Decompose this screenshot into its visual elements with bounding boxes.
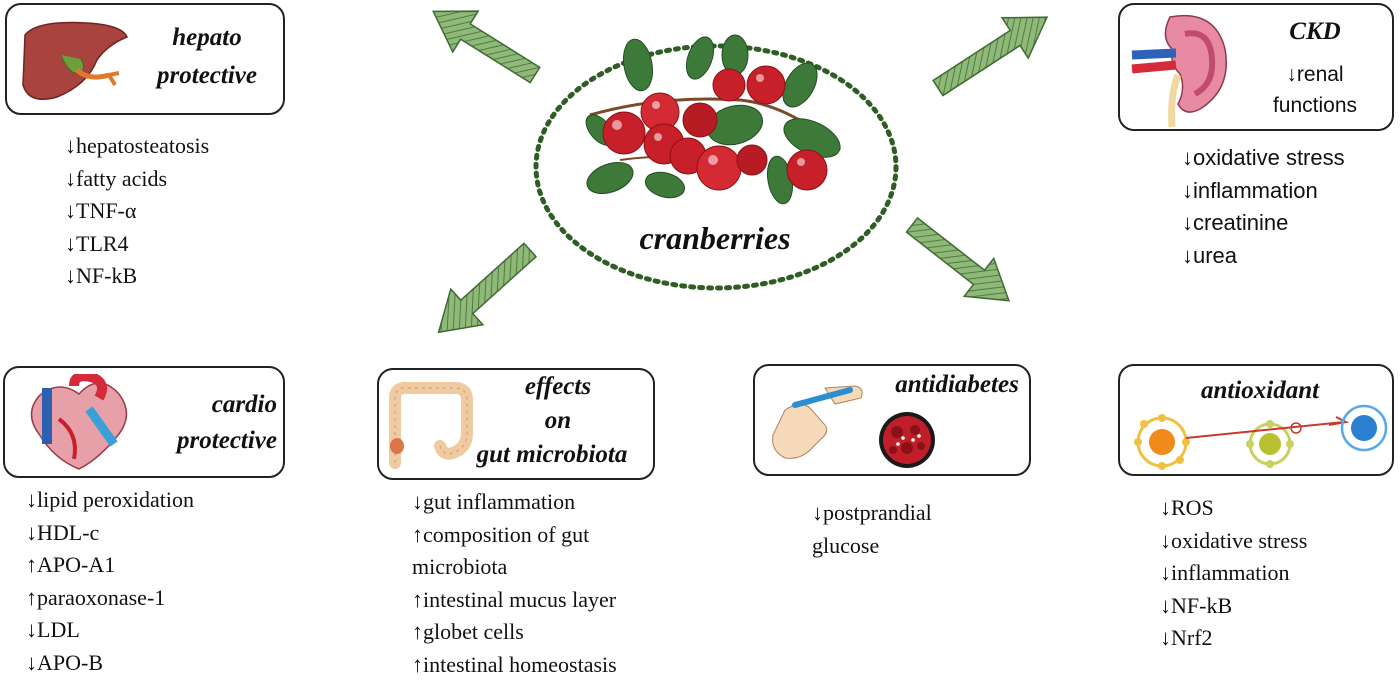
dotted-circle [533, 43, 899, 291]
arrow-to-gut [437, 242, 538, 334]
ckd-box: CKD ↓renal functions [1118, 3, 1394, 131]
glucose-test-icon [772, 385, 935, 468]
effect-item: ↓NF-kB [65, 263, 138, 288]
effect-item: ↓LDL [26, 617, 80, 642]
center-label: cranberries [639, 220, 791, 256]
antidiabetes-box: antidiabetes [753, 364, 1031, 476]
effect-item: ↓urea [1182, 242, 1238, 268]
cardio-title-line2: protective [177, 427, 277, 454]
hepato-title-line1: hepato [172, 24, 242, 51]
effect-item: ↓inflammation [1182, 177, 1318, 203]
effect-item: ↓NF-kB [1160, 592, 1233, 618]
effect-item: ↑composition of gut [412, 521, 590, 547]
effect-item: ↑intestinal mucus layer [412, 586, 617, 612]
effect-item: ↓TLR4 [65, 230, 129, 256]
berry [712, 68, 746, 102]
intestine-icon [389, 381, 473, 469]
kidney-icon [1131, 15, 1227, 128]
gut-title-line3: gut microbiota [476, 441, 628, 468]
effect-item: ↓APO-B [26, 649, 104, 675]
leaf [644, 171, 686, 199]
effect-item: ↓lipid peroxidation [26, 487, 195, 512]
ckd-title: CKD [1289, 18, 1341, 45]
effect-item: ↓postprandial [812, 500, 932, 525]
antioxidant-molecule-icon [1134, 404, 1388, 470]
gut-effects: ↓gut inflammation ↑composition of gut mi… [412, 486, 617, 681]
hepato-title-line2: protective [157, 62, 257, 89]
effect-item: ↓TNF-α [65, 198, 137, 223]
effect-item: ↓creatinine [1182, 210, 1289, 235]
ckd-text-line2: functions [1272, 94, 1358, 117]
effect-item: ↓HDL-c [26, 519, 100, 545]
effect-item: ↑globet cells [412, 619, 524, 644]
antioxidant-effects: ↓ROS ↓oxidative stress ↓inflammation ↓NF… [1160, 492, 1307, 655]
effect-item: microbiota [412, 554, 508, 579]
cardio-effects: ↓lipid peroxidation ↓HDL-c ↑APO-A1 ↑para… [26, 484, 194, 679]
hepato-box: hepato protective [5, 3, 285, 115]
antioxidant-title: antioxidant [1200, 377, 1320, 404]
arrow-to-hepato [432, 10, 541, 84]
hepato-effects: ↓hepatosteatosis ↓fatty acids ↓TNF-α ↓TL… [65, 130, 209, 293]
berry [736, 144, 768, 176]
gut-title-line2: on [544, 407, 572, 434]
antidiabetes-title: antidiabetes [895, 371, 1019, 398]
arrow-to-ckd [932, 16, 1049, 97]
effect-item: ↓fatty acids [65, 165, 168, 191]
berry [746, 65, 786, 105]
effect-item: ↑intestinal homeostasis [412, 651, 617, 677]
berry [602, 111, 646, 155]
ckd-effects: ↓oxidative stress ↓inflammation ↓creatin… [1182, 142, 1345, 272]
berry [696, 145, 742, 191]
effect-item: ↑paraoxonase-1 [26, 584, 166, 610]
effect-item: ↑APO-A1 [26, 552, 116, 577]
effect-item: ↓hepatosteatosis [65, 133, 210, 158]
ckd-text-line1: ↓renal [1286, 63, 1344, 86]
effect-item: ↓inflammation [1160, 560, 1290, 585]
effect-item: ↓oxidative stress [1160, 527, 1308, 553]
heart-icon [30, 374, 128, 470]
effect-item: glucose [812, 532, 880, 558]
arrow-to-antidiabetes [905, 216, 1011, 302]
cardio-title-line1: cardio [211, 391, 277, 418]
effect-item: ↓ROS [1160, 495, 1214, 520]
antidiabetes-effects: ↓postprandial glucose [812, 497, 932, 562]
effect-item: ↓oxidative stress [1182, 145, 1345, 170]
leaf [685, 36, 715, 80]
gut-box: effects on gut microbiota [377, 368, 655, 480]
antioxidant-box: antioxidant [1118, 364, 1394, 476]
leaf [622, 38, 654, 92]
gut-title-line1: effects [524, 373, 592, 400]
leaf [782, 62, 818, 108]
berry [682, 102, 718, 138]
liver-icon [22, 21, 128, 100]
cardio-box: cardio protective [3, 366, 285, 478]
berry [786, 149, 828, 191]
effect-item: ↓gut inflammation [412, 489, 576, 514]
effect-item: ↓Nrf2 [1160, 625, 1213, 650]
leaf [586, 161, 634, 195]
